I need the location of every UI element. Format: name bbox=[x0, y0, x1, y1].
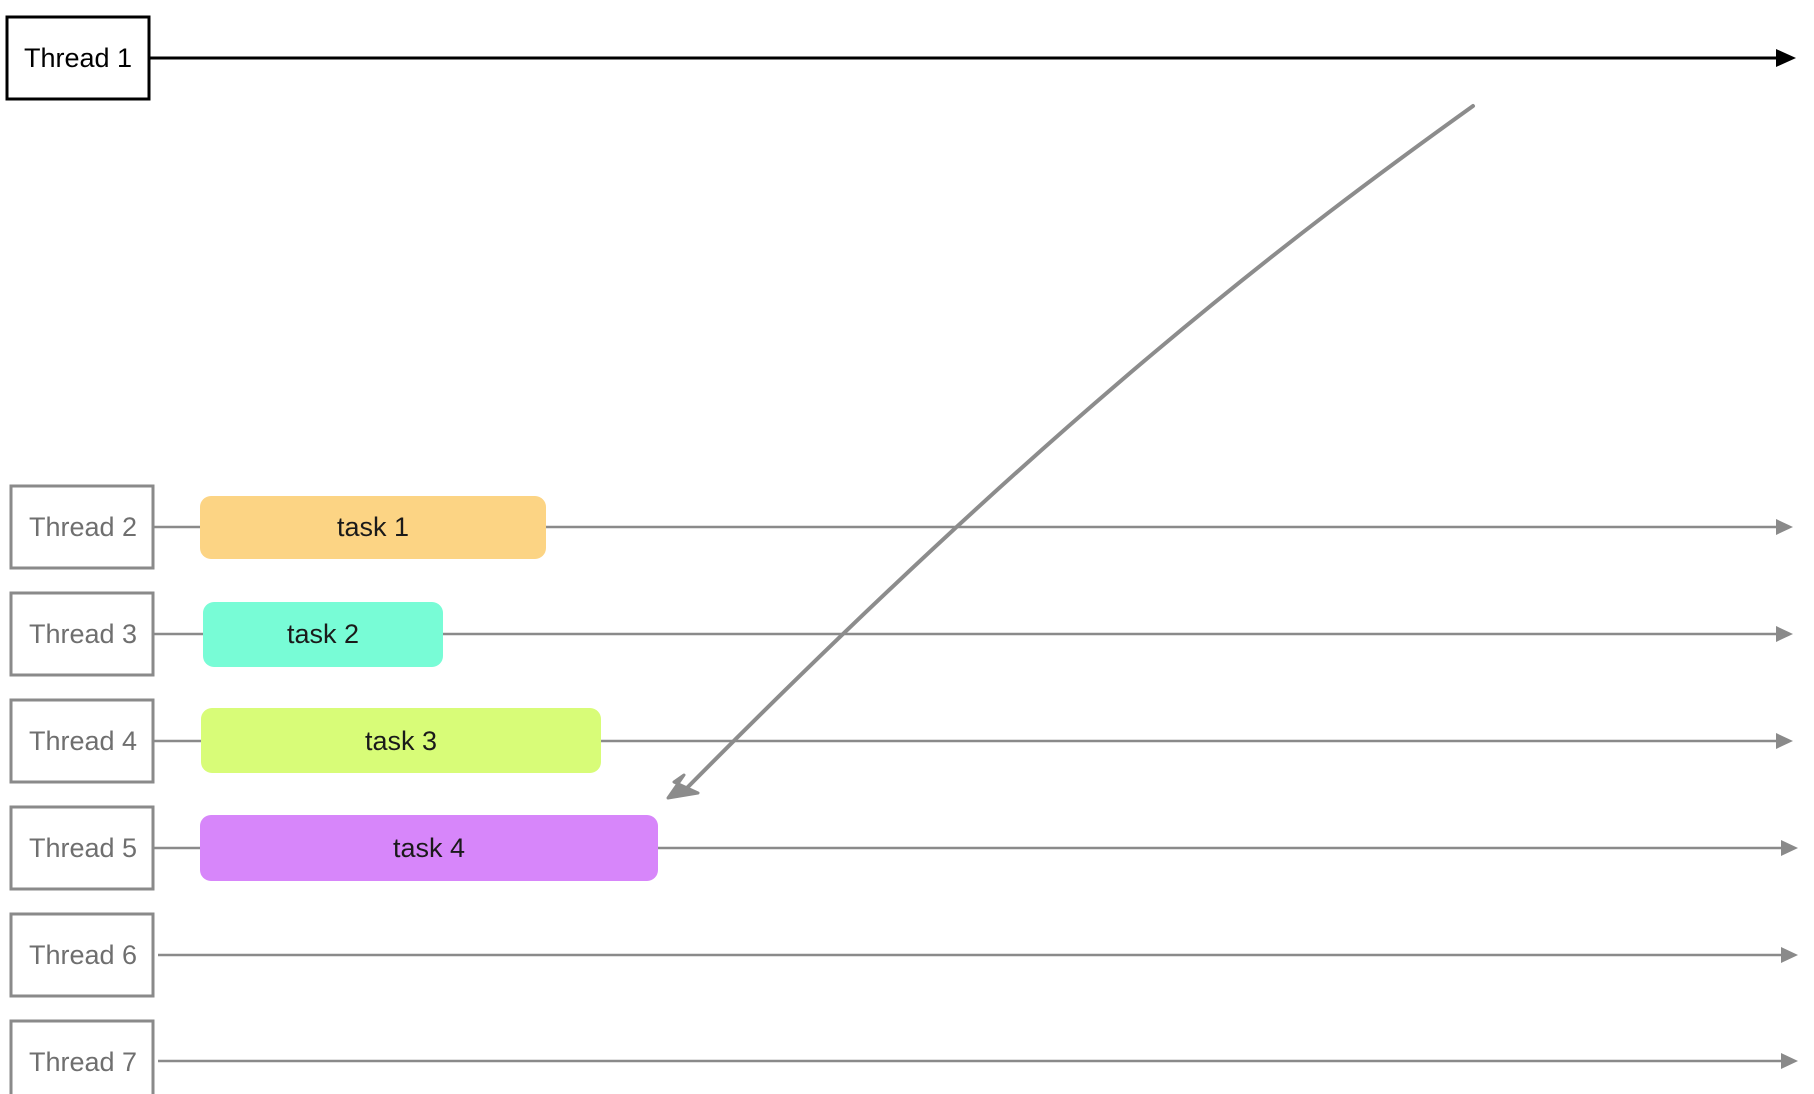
thread-5-label: Thread 5 bbox=[29, 833, 137, 863]
thread-7-box bbox=[9, 1019, 155, 1094]
task-3-block bbox=[201, 708, 601, 773]
task-4-block bbox=[200, 815, 658, 881]
thread-6-row: Thread 6 bbox=[9, 912, 1798, 998]
task-3-label: task 3 bbox=[365, 726, 437, 756]
thread-4-row: Thread 4 task 3 bbox=[9, 698, 1793, 784]
thread-2-box bbox=[9, 484, 155, 570]
thread-7-label: Thread 7 bbox=[29, 1047, 137, 1077]
thread-7-row: Thread 7 bbox=[9, 1019, 1798, 1094]
thread-3-row: Thread 3 task 2 bbox=[9, 591, 1793, 677]
thread-1-arrowhead bbox=[1776, 49, 1796, 67]
thread-6-box bbox=[9, 912, 155, 998]
annotation-arrow-head bbox=[666, 773, 700, 800]
annotation-arrow bbox=[666, 104, 1475, 800]
annotation-arrow-line bbox=[678, 104, 1475, 797]
thread-2-row: Thread 2 task 1 bbox=[9, 484, 1793, 570]
thread-3-arrowhead bbox=[1776, 626, 1793, 642]
task-1-block bbox=[200, 496, 546, 559]
task-4-label: task 4 bbox=[393, 833, 465, 863]
thread-2-arrowhead bbox=[1776, 519, 1793, 535]
thread-1-label: Thread 1 bbox=[24, 43, 132, 73]
thread-4-label: Thread 4 bbox=[29, 726, 137, 756]
thread-1-box bbox=[5, 15, 151, 101]
thread-1-row: Thread 1 bbox=[5, 15, 1796, 101]
thread-4-arrowhead bbox=[1776, 733, 1793, 749]
thread-3-box bbox=[9, 591, 155, 677]
thread-6-label: Thread 6 bbox=[29, 940, 137, 970]
thread-5-box bbox=[9, 805, 155, 891]
task-1-label: task 1 bbox=[337, 512, 409, 542]
task-2-label: task 2 bbox=[287, 619, 359, 649]
thread-7-arrowhead bbox=[1781, 1053, 1798, 1069]
thread-6-arrowhead bbox=[1781, 947, 1798, 963]
thread-4-box bbox=[9, 698, 155, 784]
thread-3-label: Thread 3 bbox=[29, 619, 137, 649]
thread-2-label: Thread 2 bbox=[29, 512, 137, 542]
thread-5-arrowhead bbox=[1781, 840, 1798, 856]
thread-5-row: Thread 5 task 4 bbox=[9, 805, 1798, 891]
task-2-block bbox=[203, 602, 443, 667]
